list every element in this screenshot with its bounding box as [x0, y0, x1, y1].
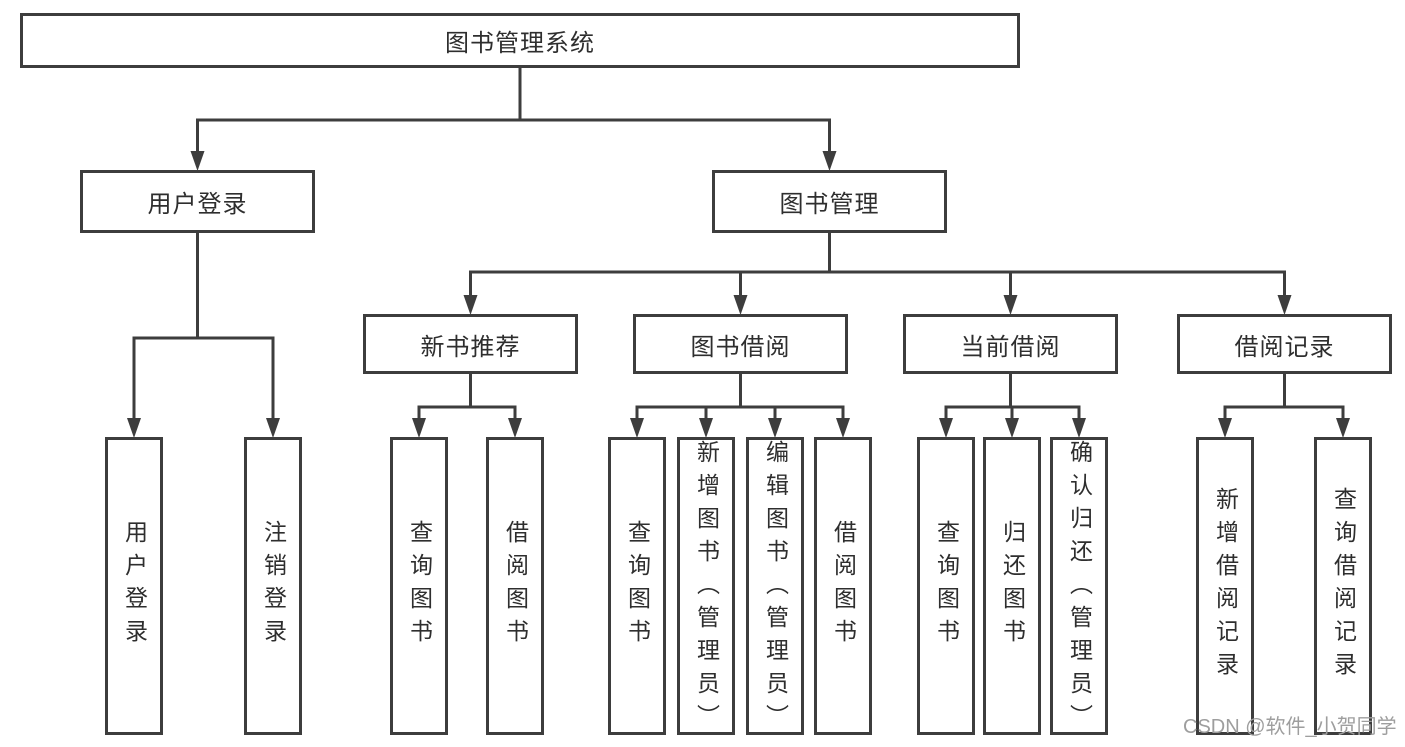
- node-leaf-br-query: 查询借阅记录: [1314, 437, 1372, 735]
- node-label-leaf-logout: 注销登录: [260, 520, 287, 652]
- arrowhead-icon: [463, 295, 478, 315]
- arrowhead-icon: [1277, 295, 1292, 315]
- node-label-leaf-nbr-borrow: 借阅图书: [502, 520, 529, 652]
- arrowhead-icon: [1218, 418, 1232, 438]
- node-label-leaf-cb-query: 查询图书: [933, 520, 960, 652]
- arrowhead-icon: [768, 418, 782, 438]
- arrowhead-icon: [412, 418, 426, 438]
- node-book-borrow: 图书借阅: [633, 314, 848, 374]
- node-book-mgmt: 图书管理: [712, 170, 947, 233]
- node-leaf-bb-edit: 编辑图书（管理员）: [746, 437, 804, 737]
- node-label-root: 图书管理系统: [445, 30, 595, 57]
- arrowhead-icon: [836, 418, 850, 438]
- arrowhead-icon: [630, 418, 644, 438]
- node-label-leaf-cb-confirm: 确认归还（管理员）: [1066, 440, 1093, 737]
- node-label-leaf-cb-return: 归还图书: [999, 520, 1026, 652]
- arrowhead-icon: [699, 418, 713, 438]
- node-borrow-record: 借阅记录: [1177, 314, 1392, 374]
- node-leaf-bb-add: 新增图书（管理员）: [677, 437, 735, 737]
- node-label-user-login: 用户登录: [147, 191, 248, 218]
- node-label-leaf-bb-edit: 编辑图书（管理员）: [762, 440, 789, 737]
- watermark-text: CSDN @软件_小贺同学: [1183, 716, 1397, 738]
- node-new-book-rec: 新书推荐: [363, 314, 578, 374]
- node-current-borrow: 当前借阅: [903, 314, 1118, 374]
- node-label-book-borrow: 图书借阅: [690, 333, 791, 361]
- arrowhead-icon: [1003, 295, 1018, 315]
- node-user-login: 用户登录: [80, 170, 315, 233]
- node-leaf-nbr-query: 查询图书: [390, 437, 448, 735]
- arrowhead-icon: [190, 151, 205, 171]
- arrowhead-icon: [1005, 418, 1019, 438]
- node-leaf-cb-confirm: 确认归还（管理员）: [1050, 437, 1108, 737]
- node-leaf-bb-borrow: 借阅图书: [814, 437, 872, 735]
- node-label-book-mgmt: 图书管理: [779, 191, 880, 218]
- node-leaf-bb-query: 查询图书: [608, 437, 666, 735]
- arrowhead-icon: [733, 295, 748, 315]
- arrowhead-icon: [822, 151, 837, 171]
- node-leaf-cb-query: 查询图书: [917, 437, 975, 735]
- node-root: 图书管理系统: [20, 13, 1020, 68]
- arrowhead-icon: [1072, 418, 1086, 438]
- node-label-leaf-br-query: 查询借阅记录: [1330, 487, 1357, 685]
- arrowhead-icon: [127, 418, 141, 438]
- node-label-leaf-nbr-query: 查询图书: [406, 520, 433, 652]
- node-label-leaf-br-add: 新增借阅记录: [1212, 487, 1239, 685]
- arrowhead-icon: [1336, 418, 1350, 438]
- node-label-leaf-bb-borrow: 借阅图书: [830, 520, 857, 652]
- node-leaf-nbr-borrow: 借阅图书: [486, 437, 544, 735]
- node-label-leaf-user-login: 用户登录: [121, 520, 148, 652]
- node-label-leaf-bb-query: 查询图书: [624, 520, 651, 652]
- arrowhead-icon: [939, 418, 953, 438]
- node-leaf-br-add: 新增借阅记录: [1196, 437, 1254, 735]
- arrowhead-icon: [266, 418, 280, 438]
- node-label-new-book-rec: 新书推荐: [420, 333, 521, 361]
- arrowhead-icon: [508, 418, 522, 438]
- node-label-borrow-record: 借阅记录: [1234, 333, 1335, 361]
- node-label-current-borrow: 当前借阅: [960, 333, 1061, 361]
- node-leaf-user-login: 用户登录: [105, 437, 163, 735]
- node-leaf-logout: 注销登录: [244, 437, 302, 735]
- node-label-leaf-bb-add: 新增图书（管理员）: [693, 440, 720, 737]
- node-leaf-cb-return: 归还图书: [983, 437, 1041, 735]
